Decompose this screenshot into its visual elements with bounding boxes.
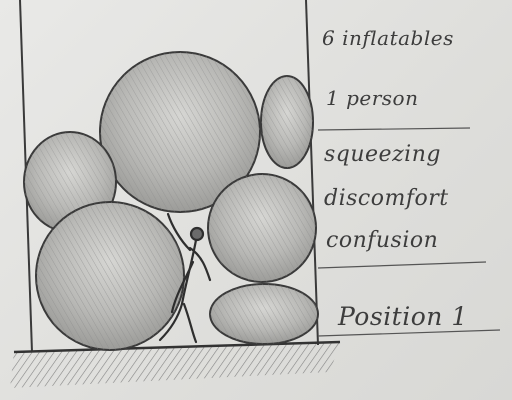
- person-figure: [158, 212, 212, 344]
- inflatables-count-note: 6 inflatables: [322, 26, 454, 50]
- right-wall-line: [305, 0, 319, 346]
- inflatable-bottom-left: [35, 201, 185, 351]
- inflatable-bottom-right: [209, 283, 319, 345]
- floor-shading: [10, 342, 340, 388]
- inflatable-top-right: [260, 75, 314, 169]
- inflatable-right-middle: [207, 173, 317, 283]
- feeling-confusion-note: confusion: [326, 228, 439, 253]
- divider-line-1: [317, 127, 471, 131]
- divider-line-2: [317, 261, 487, 269]
- person-count-note: 1 person: [326, 86, 419, 110]
- inflatable-top-center: [99, 51, 261, 213]
- floor-line: [13, 340, 341, 354]
- divider-line-3: [317, 329, 501, 337]
- feeling-discomfort-note: discomfort: [324, 186, 449, 211]
- position-label: Position 1: [338, 302, 468, 331]
- feeling-squeezing-note: squeezing: [324, 142, 441, 167]
